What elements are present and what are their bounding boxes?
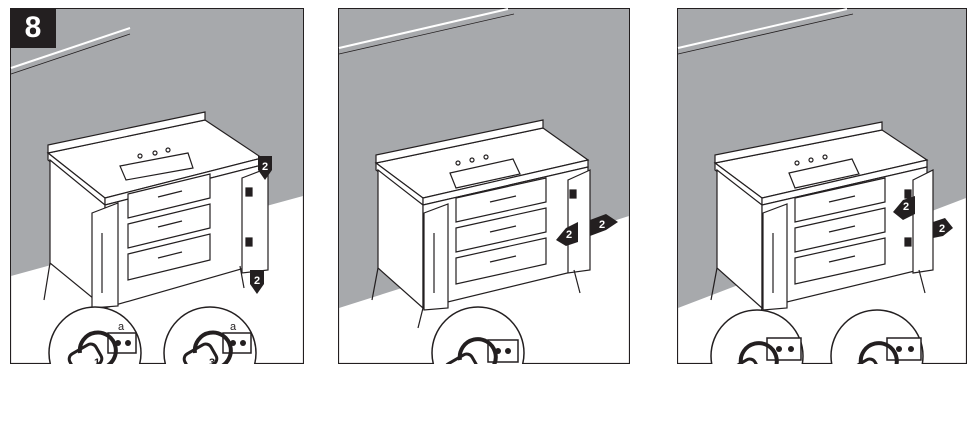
svg-text:2: 2 xyxy=(262,161,268,173)
adjust-arrow-down: 2 xyxy=(250,270,264,294)
adjust-arrow-left: 2 xyxy=(893,196,915,220)
hinge-top xyxy=(245,187,253,197)
vanity-cabinet xyxy=(710,121,934,329)
step-number-badge: 8 xyxy=(10,8,56,48)
svg-text:2: 2 xyxy=(566,229,572,241)
vanity-cabinet xyxy=(371,119,591,329)
panel-2-illustration: 2 2 b 1 xyxy=(337,7,631,400)
adjust-arrow-left: 2 xyxy=(556,222,578,246)
svg-text:2: 2 xyxy=(254,275,260,287)
panel-1: 2 2 a 1 a 3 xyxy=(9,7,305,400)
panel-3-illustration: 2 2 c 1 c 3 xyxy=(676,7,968,403)
rotation-arrow xyxy=(77,330,118,370)
panel-3: 2 2 c 1 c 3 xyxy=(676,7,968,403)
panel-2: 2 2 b 1 xyxy=(337,7,631,400)
svg-text:a: a xyxy=(230,321,237,333)
hinge-detail xyxy=(487,339,519,363)
drawer-middle xyxy=(127,203,211,249)
sink-basin xyxy=(119,152,194,181)
adjust-arrow-up: 2 xyxy=(258,156,272,180)
step-number: 8 xyxy=(24,11,42,44)
adjust-arrow-right: 2 xyxy=(933,218,953,238)
drawer-bottom xyxy=(127,233,211,281)
adjust-arrow-right: 2 xyxy=(590,214,618,236)
right-door xyxy=(241,167,269,274)
panel-1-illustration: 2 2 a 1 a 3 xyxy=(9,7,305,400)
left-door xyxy=(91,202,119,309)
svg-text:a: a xyxy=(118,321,125,333)
drawer-top xyxy=(127,173,211,219)
svg-text:2: 2 xyxy=(599,219,605,231)
ceiling-line xyxy=(338,8,509,49)
vanity-cabinet xyxy=(43,111,269,329)
ceiling-line xyxy=(677,8,848,49)
svg-text:3: 3 xyxy=(209,357,215,364)
svg-text:2: 2 xyxy=(903,201,909,213)
svg-text:2: 2 xyxy=(939,223,945,235)
hinge-bottom xyxy=(245,237,253,247)
svg-text:1: 1 xyxy=(94,357,100,364)
ceiling-line xyxy=(10,27,131,69)
rotation-arrow xyxy=(192,330,233,370)
